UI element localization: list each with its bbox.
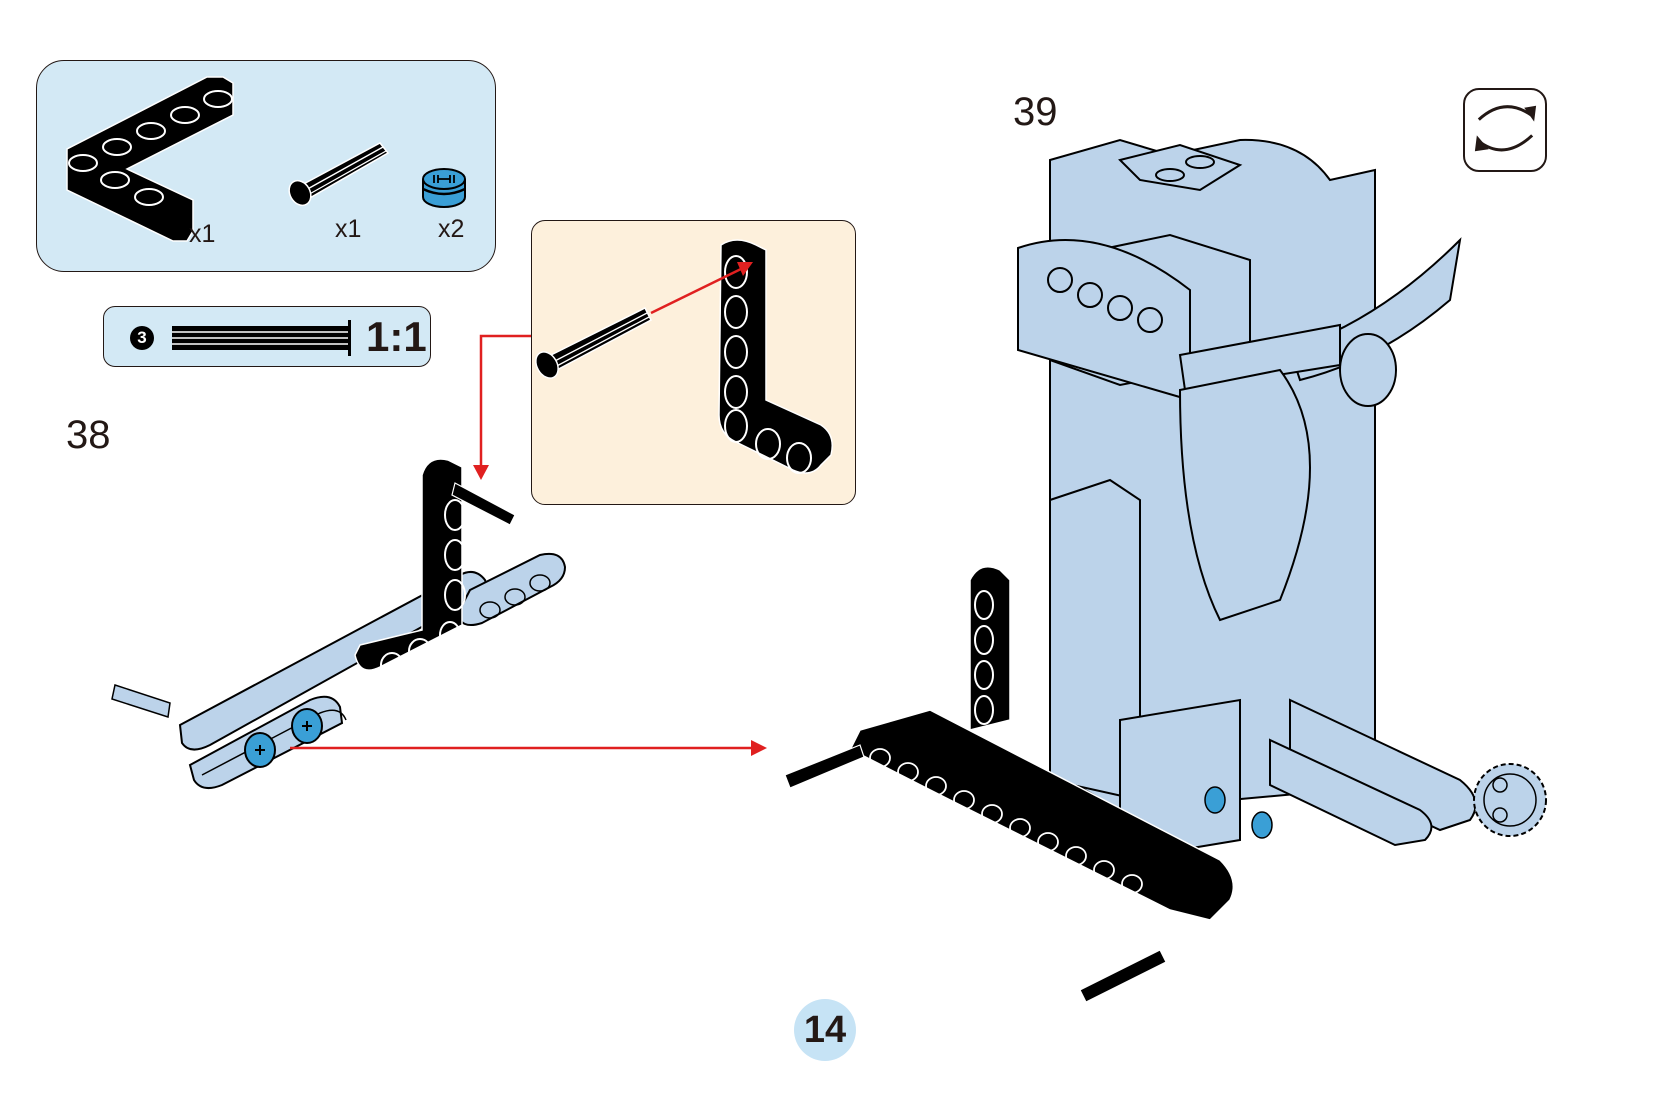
page-number: 14: [803, 1008, 847, 1051]
half-bush-blue-icon: [244, 708, 323, 768]
step-38-subassembly-illustration: [111, 458, 567, 790]
gear-24-tooth-icon: [1473, 763, 1547, 837]
step-39-model-illustration: [784, 138, 1547, 1003]
axle-pin-black-icon: [288, 142, 390, 207]
l-beam-quantity: x1: [189, 220, 216, 248]
axle-3-scale-icon: [172, 320, 351, 356]
l-beam-3x5-black-icon: [66, 76, 234, 242]
half-bush-quantity: x2: [438, 215, 465, 243]
rotate-model-icon: [1463, 88, 1547, 172]
axle-pin-into-l-beam-detail: [535, 239, 833, 474]
page-number-badge: 14: [794, 999, 856, 1061]
axle-length-badge: 3: [130, 326, 154, 350]
step-number-39: 39: [1013, 90, 1058, 134]
axle-pin-quantity: x1: [335, 215, 362, 243]
callout-pointer-arrow: [473, 334, 531, 480]
step-number-38: 38: [66, 413, 111, 457]
scale-ratio-label: 1:1: [366, 313, 427, 360]
assembly-direction-arrow: [290, 740, 767, 756]
half-bush-blue-icon: [422, 168, 466, 208]
